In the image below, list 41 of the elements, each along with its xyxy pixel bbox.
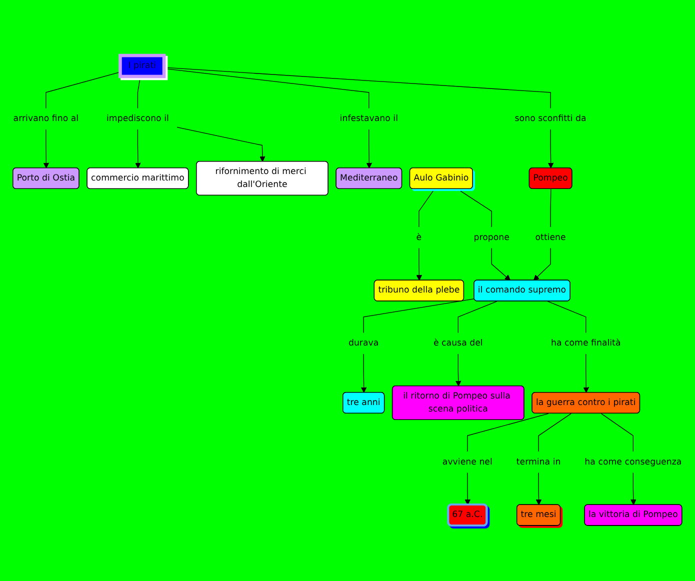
arrow — [176, 126, 266, 162]
node-text: ottiene — [535, 232, 566, 242]
arrow — [135, 129, 141, 168]
node-text: propone — [474, 232, 510, 242]
node-text: infestavano il — [340, 114, 398, 124]
node-text: impediscono il — [106, 114, 169, 124]
node-text: arrivano fino al — [13, 114, 79, 124]
connector — [457, 188, 492, 228]
node-text: avviene nel — [442, 456, 492, 467]
arrow — [491, 248, 511, 281]
node-text: termina in — [516, 456, 561, 467]
connector — [600, 413, 634, 452]
node-text: è — [416, 232, 422, 242]
connector — [164, 68, 370, 109]
arrow — [416, 248, 422, 281]
connector — [467, 413, 549, 452]
connector — [538, 413, 572, 452]
arrow — [536, 472, 542, 506]
arrow — [548, 129, 554, 168]
node-text: durava — [348, 338, 379, 348]
connector — [418, 188, 435, 228]
connector — [137, 76, 141, 109]
node-text: ha come conseguenza — [584, 456, 682, 467]
node-text: sono sconfitti da — [514, 114, 586, 124]
arrow — [455, 354, 462, 386]
connector — [550, 188, 552, 228]
arrow — [464, 472, 471, 506]
arrow — [43, 129, 50, 168]
arrow — [583, 354, 590, 393]
connector — [458, 300, 498, 334]
arrow — [360, 354, 367, 393]
arrow — [630, 472, 636, 506]
node-text: ha come finalità — [550, 338, 621, 348]
connector — [164, 67, 551, 109]
node-box: I pirati — [118, 54, 166, 78]
connector — [363, 298, 475, 334]
arrow — [366, 129, 372, 168]
connector — [547, 300, 586, 334]
connector — [46, 72, 121, 109]
arrow — [533, 248, 551, 281]
node-text: è causa del — [433, 338, 483, 348]
